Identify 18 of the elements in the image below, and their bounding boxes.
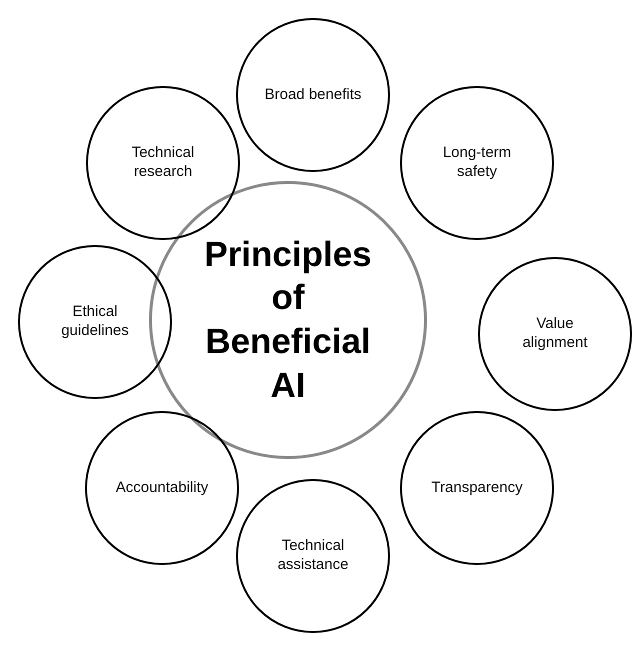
central-circle [149, 181, 427, 459]
diagram-heading: Principles of Beneficial AI [203, 234, 373, 407]
principle-circle [478, 257, 632, 411]
principle-circle [400, 86, 554, 240]
principle-circle [86, 86, 240, 240]
principle-circle [236, 18, 390, 172]
principle-circle [400, 411, 554, 565]
principle-circle [18, 245, 172, 399]
principle-label: Broad benefits [264, 86, 362, 104]
principle-label: Technical research [130, 144, 196, 182]
principle-circle [236, 479, 390, 633]
principle-circle [85, 411, 239, 565]
principle-label: Ethical guidelines [60, 303, 130, 341]
principle-label: Technical assistance [276, 537, 350, 575]
principle-label: Transparency [431, 478, 523, 498]
principle-label: Value alignment [521, 315, 589, 353]
principle-label: Long-term safety [442, 144, 512, 182]
principle-label: Accountability [116, 478, 208, 498]
